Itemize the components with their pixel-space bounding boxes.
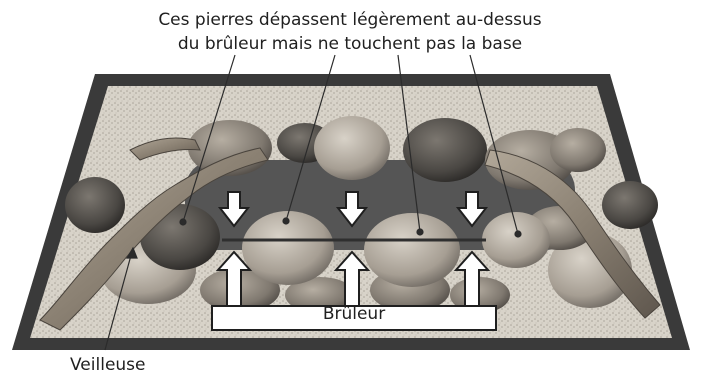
stone: [550, 128, 606, 172]
stone: [65, 177, 125, 233]
pilot-label: Veilleuse: [70, 353, 160, 377]
stones-caption-line1: Ces pierres dépassent légèrement au-dess…: [130, 8, 570, 32]
stone-front: [364, 213, 460, 287]
burner-label: Brûleur: [212, 304, 496, 324]
stone: [602, 181, 658, 229]
stone-front: [482, 212, 550, 268]
stones-caption-line2: du brûleur mais ne touchent pas la base: [130, 32, 570, 56]
stone: [403, 118, 487, 182]
stone: [314, 116, 390, 180]
